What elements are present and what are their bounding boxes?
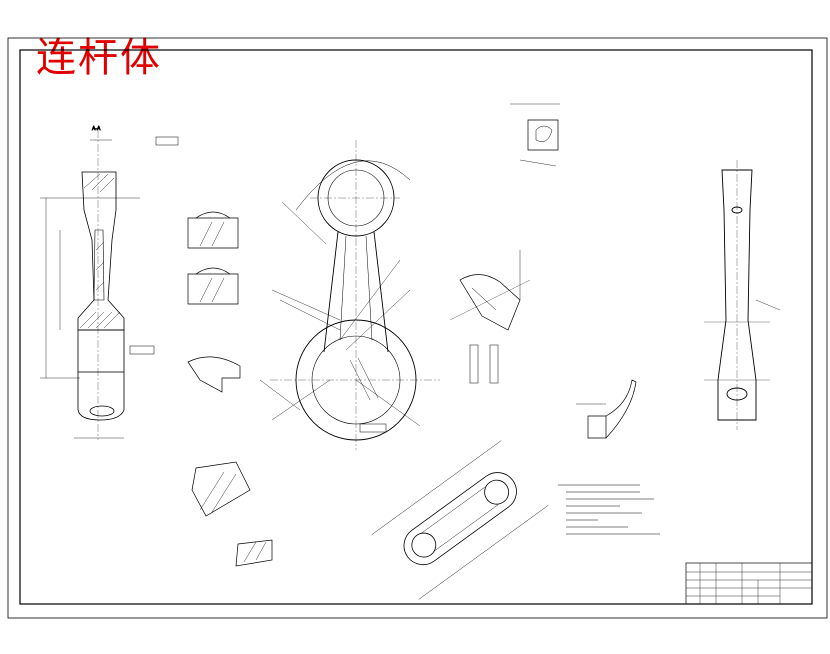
front-view [259, 140, 440, 450]
corner-detail [576, 379, 637, 439]
title-block [685, 562, 813, 605]
detail-sections [187, 211, 273, 567]
oblique-view [371, 440, 549, 600]
inner-border [19, 49, 813, 605]
oil-hole-detail [449, 250, 531, 384]
technical-notes [558, 484, 660, 535]
side-section-view: A-A [40, 126, 179, 440]
section-label: A-A [92, 126, 101, 132]
drawing-frame [7, 37, 828, 619]
right-elevation-view [704, 160, 781, 430]
outer-border [7, 37, 828, 619]
top-detail [510, 103, 560, 167]
drawing-title: 连杆体 [36, 35, 162, 81]
